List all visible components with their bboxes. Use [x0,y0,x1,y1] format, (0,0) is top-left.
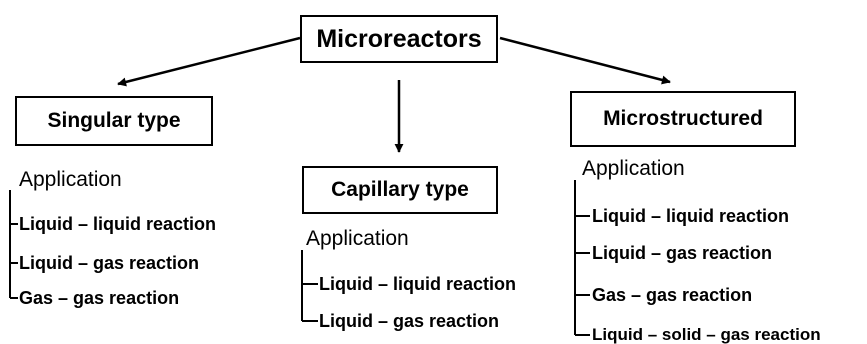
microstructured-bracket [574,180,590,336]
capillary-application-label: Application [306,227,409,250]
microstructured-item: Liquid – gas reaction [592,243,773,263]
arrow-to-microstructured [499,36,671,85]
singular-type-title: Singular type [47,109,181,132]
capillary-item: Liquid – gas reaction [319,311,500,331]
arrow-to-singular [117,36,301,87]
capillary-bracket [301,250,318,322]
microstructured-box: Microstructured [570,91,796,147]
microstructured-item: Liquid – solid – gas reaction [592,325,821,344]
microstructured-item: Gas – gas reaction [592,285,753,305]
root-node-box: Microreactors [300,15,498,63]
singular-item: Liquid – liquid reaction [19,214,217,234]
capillary-type-box: Capillary type [302,166,498,214]
singular-type-box: Singular type [15,96,213,146]
singular-bracket [9,190,18,299]
singular-application-label: Application [19,168,122,191]
microstructured-item: Liquid – liquid reaction [592,206,790,226]
microstructured-application-label: Application [582,157,685,180]
singular-item: Gas – gas reaction [19,288,180,308]
capillary-item: Liquid – liquid reaction [319,274,517,294]
singular-item: Liquid – gas reaction [19,253,200,273]
microstructured-title: Microstructured [603,107,763,130]
root-node-label: Microreactors [316,24,482,53]
capillary-type-title: Capillary type [331,178,469,201]
